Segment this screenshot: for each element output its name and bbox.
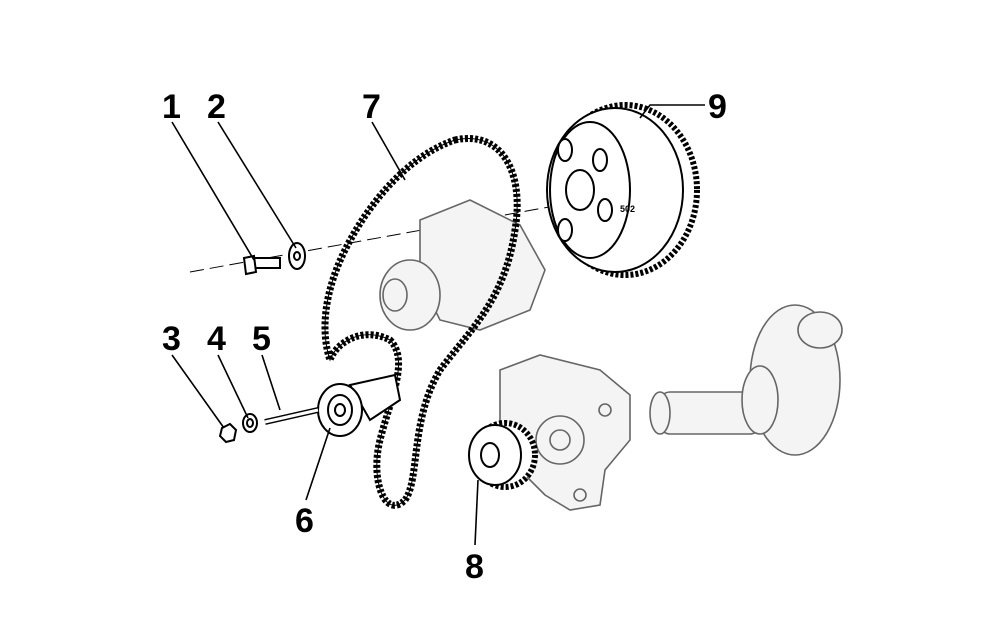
callout-6: 6 (295, 502, 314, 540)
callout-8: 8 (465, 548, 484, 586)
gear-marking: 502 (620, 204, 635, 214)
crankshaft-sprocket (468, 420, 538, 490)
callout-2: 2 (207, 88, 226, 126)
crankshaft (649, 304, 843, 456)
water-pump (379, 199, 546, 331)
callout-1: 1 (162, 88, 181, 126)
callout-4: 4 (207, 320, 226, 358)
washer (288, 242, 306, 270)
callout-5: 5 (252, 320, 271, 358)
timing-belt-outline (324, 138, 518, 506)
callout-9: 9 (708, 88, 727, 126)
stud (264, 407, 319, 425)
leader-lines (171, 104, 705, 546)
camshaft-pulley: 502 (546, 102, 700, 278)
bolt (242, 254, 281, 276)
callout-7: 7 (362, 88, 381, 126)
nut-washer (242, 413, 258, 433)
nut (218, 422, 238, 444)
callout-3: 3 (162, 320, 181, 358)
belt-tensioner (317, 373, 402, 437)
